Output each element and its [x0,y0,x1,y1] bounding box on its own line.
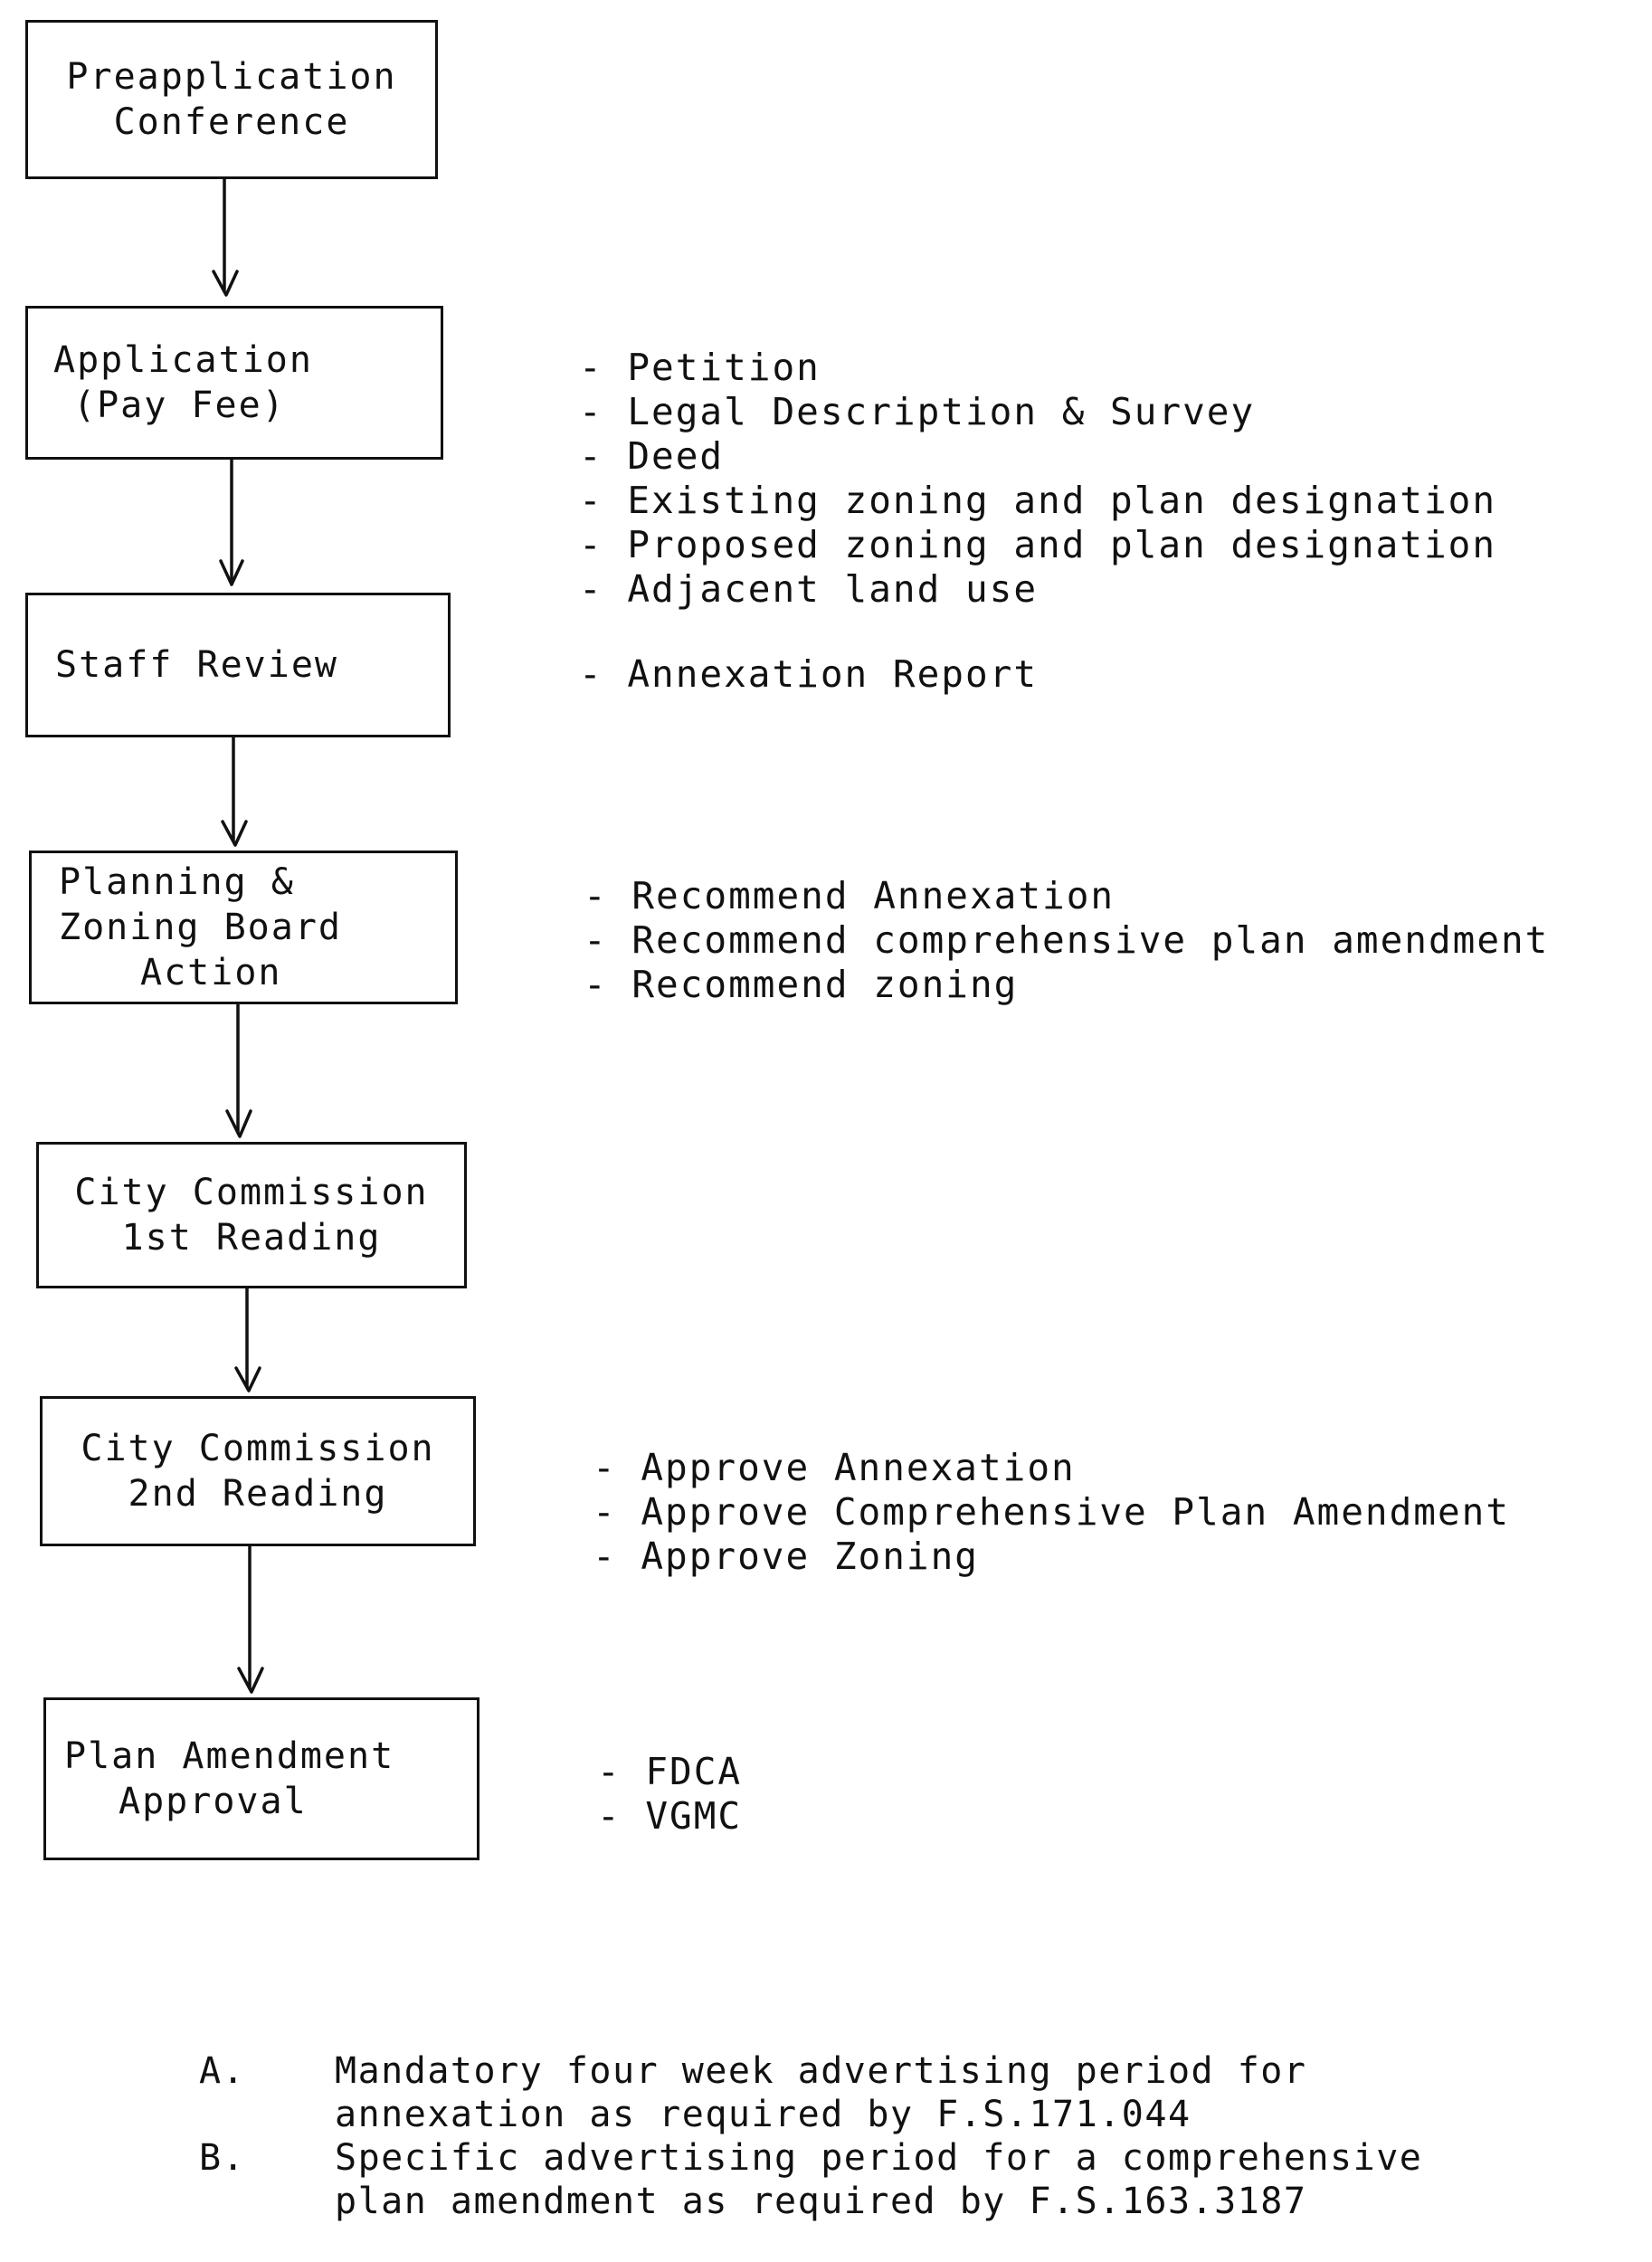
footnotes: A. Mandatory four week advertising perio… [199,2049,1422,2223]
step-notes-staff-review: Annexation Report [579,652,1038,697]
step-box-application: Application (Pay Fee) [25,306,443,460]
arrow-4 [225,1003,252,1138]
footnote-b: B. Specific advertising period for a com… [199,2136,1422,2223]
step-box-preapplication-conference: Preapplication Conference [25,20,438,179]
note-item: Approve Zoning [593,1535,1510,1579]
note-item: FDCA [597,1750,742,1794]
step-notes-application: Petition Legal Description & Survey Deed… [579,346,1496,612]
note-item: Approve Annexation [593,1446,1510,1490]
step-label-line: Staff Review [55,644,338,686]
arrow-5 [234,1287,261,1392]
note-item: Approve Comprehensive Plan Amendment [593,1490,1510,1535]
step-notes-planning-zoning-board: Recommend Annexation Recommend comprehen… [584,874,1549,1007]
footnote-text-line: annexation as required by F.S.171.044 [335,2094,1192,2135]
note-item: Legal Description & Survey [579,390,1496,434]
step-box-plan-amendment-approval: Plan Amendment Approval [43,1697,479,1860]
note-item: Existing zoning and plan designation [579,479,1496,523]
note-item: Adjacent land use [579,567,1496,612]
step-box-planning-zoning-board: Planning & Zoning Board Action [29,851,458,1004]
arrow-1 [212,177,239,297]
footnote-text-line: Mandatory four week advertising period f… [335,2050,1307,2092]
arrow-2 [219,458,244,586]
step-label-line: Zoning Board [59,907,342,948]
arrow-6 [237,1544,264,1694]
arrow-3 [221,736,248,847]
step-notes-plan-amendment-approval: FDCA VGMC [597,1750,742,1839]
note-item: Deed [579,434,1496,479]
note-item: Annexation Report [579,652,1038,697]
footnote-a: A. Mandatory four week advertising perio… [199,2049,1422,2136]
note-item: VGMC [597,1794,742,1839]
step-label-line: City Commission [74,1172,429,1213]
step-label-line: Plan Amendment [64,1735,395,1777]
step-label-line: Application [53,339,313,381]
step-label-line: Action [140,952,282,993]
step-label-line: (Pay Fee) [73,385,286,426]
step-label-line: Approval [119,1781,308,1822]
note-item: Petition [579,346,1496,390]
note-item: Recommend comprehensive plan amendment [584,918,1549,963]
note-item: Proposed zoning and plan designation [579,523,1496,567]
step-box-city-commission-1st-reading: City Commission 1st Reading [36,1142,467,1288]
footnote-text-line: plan amendment as required by F.S.163.31… [335,2181,1307,2222]
footnote-label: B. [199,2137,246,2179]
footnote-label: A. [199,2050,246,2092]
footnote-text-line: Specific advertising period for a compre… [335,2137,1423,2179]
step-label-line: 2nd Reading [128,1473,388,1515]
step-box-staff-review: Staff Review [25,593,451,737]
step-label-line: Conference [113,101,350,143]
step-label-line: Preapplication [66,56,397,98]
step-label-line: City Commission [81,1428,435,1469]
step-notes-city-commission-2nd-reading: Approve Annexation Approve Comprehensive… [593,1446,1510,1579]
note-item: Recommend Annexation [584,874,1549,918]
note-item: Recommend zoning [584,963,1549,1007]
step-box-city-commission-2nd-reading: City Commission 2nd Reading [40,1396,476,1546]
step-label-line: 1st Reading [121,1217,382,1259]
step-label-line: Planning & [59,861,295,903]
